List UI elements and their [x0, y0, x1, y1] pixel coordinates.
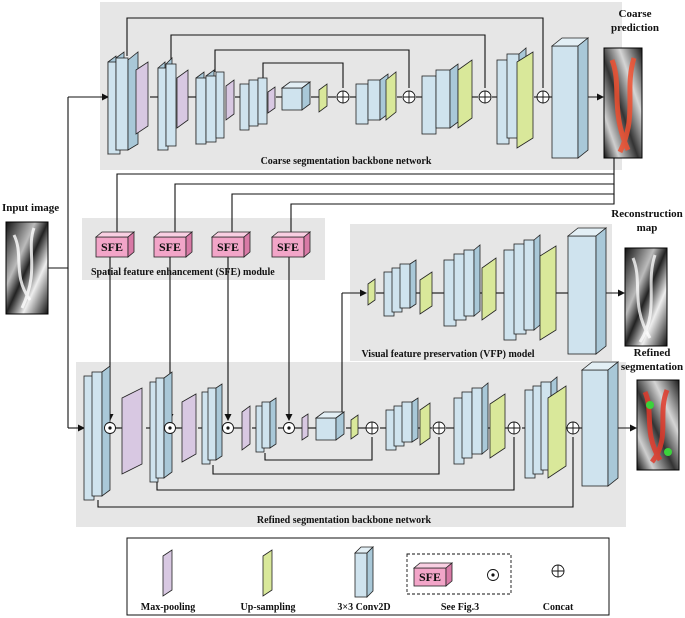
- refined-concat-icons: [365, 421, 580, 435]
- sfe-label: SFE: [277, 240, 299, 254]
- legend-max-pooling-label: Max-pooling: [141, 602, 195, 613]
- vfp-blocks: [367, 227, 608, 355]
- refined-dot-icons: [104, 422, 295, 434]
- legend: Max-pooling Up-sampling 3×3 Conv2D SFE S…: [126, 537, 610, 616]
- sfe-block: SFE: [270, 231, 312, 258]
- sfe-block: SFE: [94, 231, 136, 258]
- sfe-blocks: SFE SFE SFE SFE: [94, 231, 312, 258]
- refined-segmentation-label-line1: Refined: [634, 347, 671, 359]
- legend-see-fig-label: See Fig.3: [441, 602, 479, 613]
- max-pooling-swatch: [162, 549, 173, 597]
- refined-backbone-blocks: [83, 361, 620, 501]
- legend-sfe-block: SFE: [412, 562, 454, 587]
- legend-concat-label: Concat: [543, 602, 574, 613]
- coarse-backbone-blocks: [107, 37, 590, 159]
- input-image-label: Input image: [2, 202, 59, 214]
- up-sampling-swatch: [262, 549, 273, 597]
- sfe-label: SFE: [159, 240, 181, 254]
- refined-segmentation-label-line2: segmentation: [621, 361, 683, 373]
- sfe-module-label: Spatial feature enhancement (SFE) module: [91, 267, 275, 278]
- sfe-label: SFE: [217, 240, 239, 254]
- sfe-label: SFE: [101, 240, 123, 254]
- coarse-prediction-label-line1: Coarse: [619, 8, 652, 20]
- refined-backbone-label: Refined segmentation backbone network: [257, 515, 432, 526]
- legend-conv-label: 3×3 Conv2D: [337, 602, 390, 613]
- reconstruction-map-label-line1: Reconstruction: [611, 208, 683, 220]
- see-fig-dashed-box: [406, 553, 512, 595]
- legend-sfe-label: SFE: [419, 570, 441, 584]
- coarse-prediction-label-line2: prediction: [611, 22, 659, 34]
- coarse-concat-icons: [336, 90, 550, 104]
- conv-swatch: [354, 546, 374, 598]
- input-image: [5, 221, 49, 315]
- legend-up-sampling-label: Up-sampling: [240, 602, 295, 613]
- reconstruction-map-image: [624, 247, 668, 347]
- sfe-block: SFE: [210, 231, 252, 258]
- reconstruction-map-label-line2: map: [637, 222, 658, 234]
- refined-segmentation-image: [636, 379, 680, 471]
- coarse-backbone-label: Coarse segmentation backbone network: [261, 156, 432, 167]
- vfp-model-label: Visual feature preservation (VFP) model: [361, 349, 534, 360]
- coarse-prediction-image: [603, 47, 643, 159]
- sfe-block: SFE: [152, 231, 194, 258]
